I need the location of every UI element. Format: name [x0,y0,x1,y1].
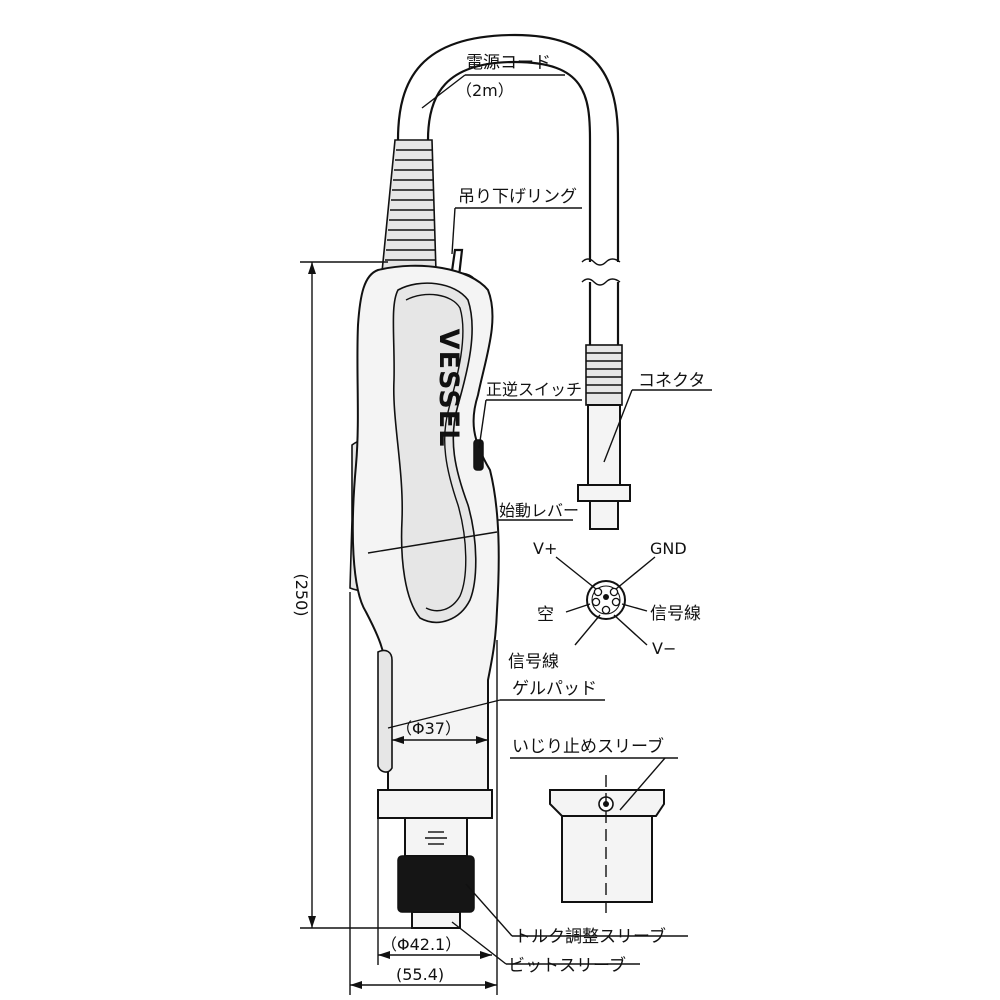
pin-label-signal-right: 信号線 [650,604,701,624]
pin-label-gnd: GND [650,539,687,558]
label-torque-sleeve: トルク調整スリーブ [514,926,666,947]
label-bit-sleeve: ビットスリーブ [508,955,626,976]
connector [577,344,631,530]
dimension-labels: (250) （Φ37） （Φ42.1） (55.4) [292,573,461,984]
label-hanging-ring: 吊り下げリング [458,187,577,207]
callout-labels: 電源コード （2m） 吊り下げリング 正逆スイッチ コネクタ 始動レバー ゲルパ… [456,53,705,976]
dim-base-dia: （Φ42.1） [381,935,461,954]
label-anti-tamper-sleeve: いじり止めスリーブ [512,736,664,757]
dimension-lines [300,261,498,995]
dim-grip-dia: （Φ37） [396,719,461,738]
pin-label-signal-bottom: 信号線 [508,652,559,672]
dim-width: (55.4) [396,965,444,984]
label-power-cord-length: （2m） [456,81,514,100]
label-start-lever: 始動レバー [499,501,579,520]
pin-label-v-plus: V+ [533,539,557,558]
pin-label-v-minus: V− [652,639,676,658]
label-fwd-rev-switch: 正逆スイッチ [486,380,582,399]
label-power-cord: 電源コード [466,53,551,73]
dim-length: (250) [292,573,311,616]
tool-body [349,248,500,929]
label-gel-pad: ゲルパッド [512,679,597,699]
label-connector: コネクタ [638,371,705,391]
pin-labels: V+ GND 空 信号線 信号線 V− [508,539,701,672]
power-cord [381,33,621,345]
leader-lines [367,74,712,965]
pin-diagram [555,556,656,646]
pin-label-empty: 空 [537,605,554,625]
anti-tamper-sleeve-drawing [549,775,665,915]
brand-logo: VESSEL [433,329,464,448]
